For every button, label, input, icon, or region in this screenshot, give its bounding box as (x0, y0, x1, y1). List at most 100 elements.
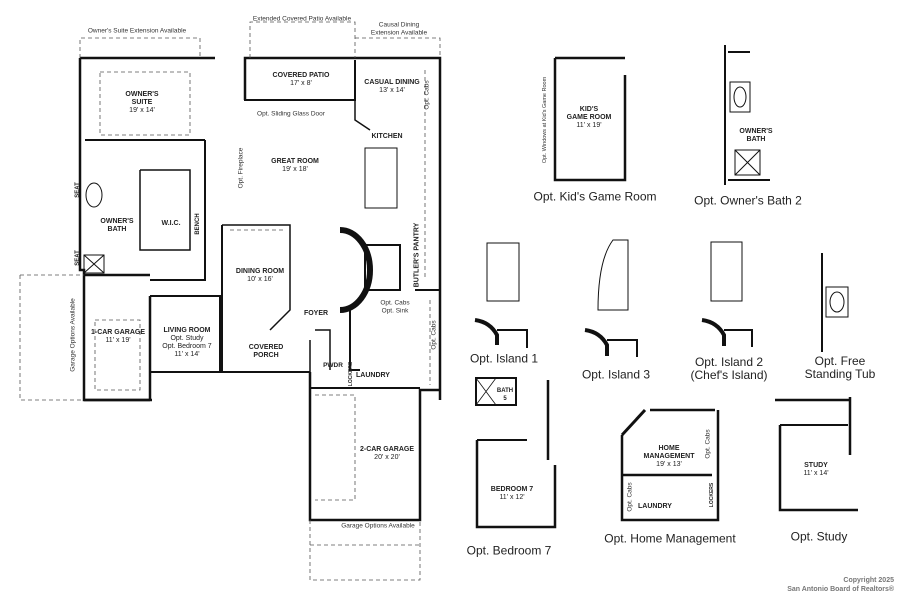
room-name: DINING ROOM (235, 268, 285, 275)
caption-line: (Chef's Island) (690, 368, 768, 382)
room-dimensions: 20' x 20' (374, 454, 400, 461)
sliding-glass-door-note: Opt. Sliding Glass Door (257, 110, 325, 118)
room-butlers-pantry: BUTLER'S PANTRY (413, 222, 421, 288)
room-dining-room: DINING ROOM 10' x 16' (236, 268, 284, 284)
caption-kids-game-room: Opt. Kid's Game Room (533, 189, 657, 204)
room-laundry-option: LAUNDRY (638, 503, 672, 511)
caption-island-2: Opt. Island 2 (Chef's Island) (691, 356, 768, 382)
seat-label: SEAT (75, 182, 81, 198)
garage-options-note: Garage Options Available (341, 522, 415, 530)
room-name: 1-CAR GARAGE (90, 329, 146, 336)
room-name: GREAT ROOM (271, 158, 319, 165)
opt-cabs-note: Opt. Cabs (626, 482, 634, 512)
opt-cabs-note: Opt. Cabs (430, 320, 438, 350)
room-name: COVERED (248, 344, 284, 351)
room-wic: W.I.C. (161, 220, 180, 228)
room-casual-dining: CASUAL DINING 13' x 14' (364, 79, 419, 95)
room-owners-suite: OWNER'S SUITE 19' x 14' (125, 91, 158, 115)
room-dimensions: 11' x 19' (105, 337, 131, 344)
caption-bedroom-7: Opt. Bedroom 7 (466, 543, 552, 558)
opt-cabs-note: Opt. Cabs (423, 80, 431, 110)
fireplace-note: Opt. Fireplace (237, 147, 245, 189)
room-name: BEDROOM 7 (490, 486, 534, 493)
opt-sink-note: Opt. Sink (381, 307, 409, 315)
room-bath-5: BATH 5 (497, 387, 513, 403)
room-name: MANAGEMENT (643, 453, 695, 460)
caption-study: Opt. Study (790, 529, 848, 544)
room-pwdr: PWDR (323, 362, 343, 370)
room-great-room: GREAT ROOM 19' x 18' (271, 158, 319, 174)
room-option: Opt. Study (170, 335, 204, 342)
room-home-management: HOME MANAGEMENT 19' x 13' (644, 445, 695, 469)
opt-cabs-note: Opt. Cabs (704, 429, 712, 459)
casual-dining-extension-note-2: Extension Available (370, 29, 428, 37)
room-one-car-garage: 1-CAR GARAGE 11' x 19' (91, 329, 145, 345)
caption-island-3: Opt. Island 3 (581, 367, 651, 382)
room-name: LIVING ROOM (163, 327, 211, 334)
room-dimensions: 10' x 16' (247, 276, 273, 283)
room-name: COVERED PATIO (272, 72, 330, 79)
room-name: LAUNDRY (356, 372, 390, 379)
room-dimensions: 11' x 14' (174, 351, 200, 358)
room-dimensions: 13' x 14' (379, 87, 405, 94)
room-name: LAUNDRY (638, 503, 672, 510)
casual-dining-extension-note-1: Causal Dining (378, 21, 420, 29)
room-name: PORCH (253, 352, 279, 359)
caption-line: Opt. Island 2 (694, 355, 764, 369)
room-name: GAME ROOM (566, 114, 612, 121)
lockers-label: LOCKERS (709, 482, 715, 508)
room-laundry: LAUNDRY (356, 372, 390, 380)
room-dimensions: 19' x 13' (656, 461, 682, 468)
room-dimensions: 17' x 8' (290, 80, 312, 87)
caption-line: Standing Tub (804, 367, 876, 381)
room-dimensions: 11' x 19' (576, 122, 602, 129)
room-dimensions: 11' x 14' (803, 470, 829, 477)
room-name: BATH (496, 388, 514, 394)
room-name: KID'S (579, 106, 599, 113)
room-kids-game-room: KID'S GAME ROOM 11' x 19' (567, 106, 612, 130)
lockers-label: LOCKERS (348, 361, 354, 387)
caption-line: Opt. Free (814, 354, 866, 368)
caption-owners-bath-2: Opt. Owner's Bath 2 (694, 193, 802, 208)
room-name: OWNER'S (739, 128, 773, 135)
opt-cabs-note: Opt. Cabs (380, 299, 410, 307)
extended-patio-note: Extended Covered Patio Available (252, 15, 352, 23)
room-dimensions: 19' x 18' (282, 166, 308, 173)
caption-island-1: Opt. Island 1 (469, 351, 539, 366)
room-name: CASUAL DINING (364, 79, 420, 86)
room-name: PWDR (323, 362, 343, 369)
room-name: FOYER (303, 310, 329, 317)
room-kitchen: KITCHEN (371, 133, 402, 141)
room-name: STUDY (804, 462, 828, 469)
copyright: Copyright 2025 San Antonio Board of Real… (787, 576, 894, 594)
room-name: OWNER'S (100, 218, 134, 225)
room-name: 2-CAR GARAGE (359, 446, 415, 453)
opt-windows-note: Opt. Windows at Kid's Game Room (542, 76, 548, 164)
caption-home-management: Opt. Home Management (604, 531, 736, 546)
room-foyer: FOYER (304, 310, 328, 318)
room-dimensions: 11' x 12' (499, 494, 525, 501)
room-option: Opt. Bedroom 7 (162, 343, 212, 350)
room-covered-porch: COVERED PORCH (249, 344, 284, 360)
room-name: W.I.C. (161, 220, 181, 227)
bench-label: BENCH (195, 213, 201, 235)
room-two-car-garage: 2-CAR GARAGE 20' x 20' (360, 446, 414, 462)
room-name: OWNER'S (125, 91, 159, 98)
room-owners-bath: OWNER'S BATH (100, 218, 133, 234)
copyright-line: Copyright 2025 (843, 577, 894, 584)
garage-options-note: Garage Options Available (69, 298, 77, 372)
room-bedroom-7: BEDROOM 7 11' x 12' (491, 486, 533, 502)
owners-suite-extension-note: Owner's Suite Extension Available (87, 27, 187, 35)
room-name: BATH (107, 226, 127, 233)
room-name: 5 (503, 396, 507, 402)
room-owners-bath-2: OWNER'S BATH (739, 128, 772, 144)
room-living-room: LIVING ROOM Opt. Study Opt. Bedroom 7 11… (162, 327, 211, 359)
copyright-line: San Antonio Board of Realtors® (787, 586, 894, 593)
room-name: BATH (746, 136, 766, 143)
room-name: HOME (658, 445, 680, 452)
room-dimensions: 19' x 14' (129, 107, 155, 114)
room-name: KITCHEN (371, 133, 403, 140)
room-study: STUDY 11' x 14' (803, 462, 828, 478)
caption-free-standing-tub: Opt. Free Standing Tub (805, 355, 876, 381)
